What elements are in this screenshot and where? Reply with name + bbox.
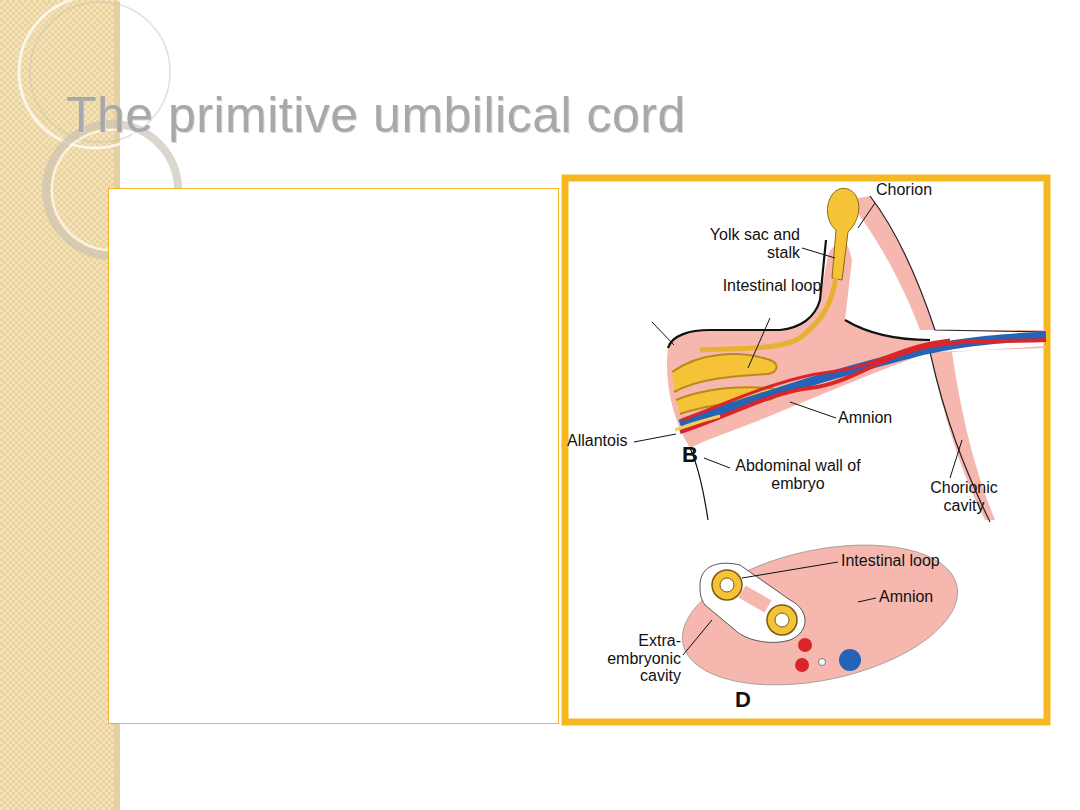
panel-letter: B	[682, 443, 712, 467]
allantois-section	[819, 659, 826, 666]
leader-line	[704, 458, 730, 468]
leader-line	[802, 248, 835, 258]
leader-line	[742, 562, 838, 578]
extraembryonic-cavity	[700, 563, 805, 642]
part-label: Abdominal wall of embryo	[733, 457, 863, 492]
vein-section	[839, 649, 861, 671]
part-label: Extra-embryonic cavity	[567, 632, 681, 685]
artery-section	[798, 638, 812, 652]
part-label: Chorion	[876, 181, 956, 199]
allantois-duct	[675, 416, 720, 430]
part-label: Yolk sac and stalk	[690, 226, 800, 261]
leader-line	[858, 598, 876, 602]
leader-line	[858, 203, 875, 228]
leader-line	[748, 318, 770, 368]
vitelline-duct	[700, 278, 836, 350]
cord-cross-section	[670, 522, 971, 707]
intestinal-lumen	[775, 613, 789, 627]
content-box	[109, 189, 559, 724]
slide-title: The primitive umbilical cord	[66, 86, 686, 144]
part-label: Intestinal loop	[722, 277, 822, 295]
intestinal-ring	[712, 570, 742, 600]
part-label: Allantois	[567, 432, 637, 450]
part-label: Chorionic cavity	[912, 479, 1016, 514]
umbilical-artery	[682, 340, 950, 420]
leader-line	[790, 402, 836, 418]
mesentery	[739, 585, 772, 612]
part-label: Amnion	[879, 588, 959, 606]
artery-section	[795, 658, 809, 672]
intestinal-lumen	[720, 578, 734, 592]
panel-letter: D	[735, 688, 765, 712]
leader-line	[634, 434, 676, 442]
part-label: Amnion	[838, 409, 918, 427]
part-label: Intestinal loop	[841, 552, 981, 570]
picture-frame	[565, 178, 1047, 722]
leader-line	[683, 620, 712, 655]
leader-line	[950, 440, 962, 478]
umbilical-artery	[680, 340, 1046, 432]
intestinal-ring	[767, 605, 797, 635]
yolk-sac	[827, 188, 858, 280]
leader-line	[652, 322, 674, 345]
